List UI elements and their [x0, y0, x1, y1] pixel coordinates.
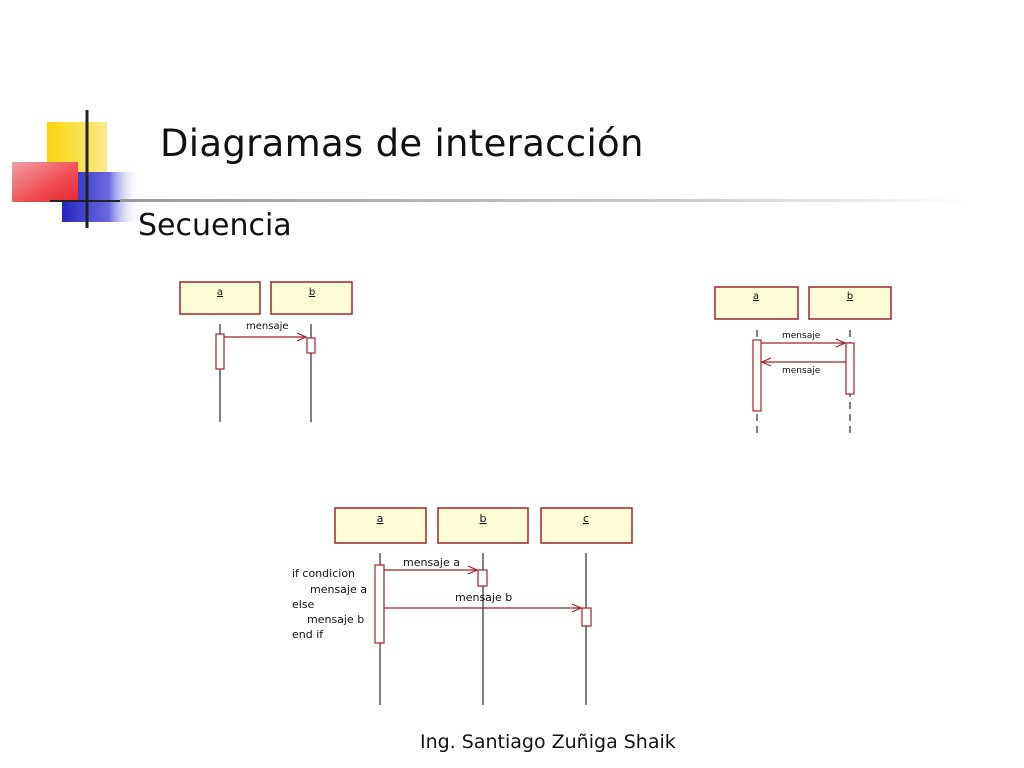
slide-subtitle: Secuencia [138, 208, 292, 243]
object-box-a [334, 507, 427, 544]
reply-sequence-diagram: a b mensaje mensaje [714, 286, 892, 437]
object-box-a [179, 281, 261, 315]
deco-red-square [12, 162, 78, 202]
object-box-a [714, 286, 799, 320]
object-label-a: a [377, 512, 384, 525]
object-label-c: c [583, 512, 589, 525]
activation-a [374, 564, 385, 644]
corner-decoration [12, 110, 970, 228]
object-label-b: b [480, 512, 487, 525]
simple-sequence-diagram: a b mensaje [179, 281, 353, 422]
object-label-b: b [847, 291, 853, 302]
activation-a [215, 333, 225, 370]
object-box-c [540, 507, 633, 544]
object-box-b [808, 286, 892, 320]
slide-title: Diagramas de interacción [160, 122, 644, 165]
object-box-b [270, 281, 353, 315]
condition-note-line: end if [292, 628, 324, 641]
condition-note-line: else [292, 598, 315, 611]
activation-b [845, 342, 855, 395]
object-label-b: b [309, 287, 315, 298]
condition-note-line: mensaje b [307, 613, 364, 626]
condition-note-line: mensaje a [310, 583, 367, 596]
title-rule [120, 199, 970, 202]
object-label-a: a [217, 287, 223, 298]
activation-b [306, 337, 316, 354]
message-label: mensaje [246, 321, 289, 332]
message-b-label: mensaje b [455, 591, 512, 604]
footer-author: Ing. Santiago Zuñiga Shaik [420, 731, 676, 753]
conditional-sequence-diagram: a b c mensaje a mensaje b if condicion m… [292, 507, 633, 705]
activation-c [581, 607, 592, 627]
return-message-label: mensaje [782, 366, 821, 376]
object-label-a: a [753, 291, 759, 302]
condition-note-line: if condicion [292, 567, 355, 580]
activation-a [752, 339, 762, 412]
object-box-b [437, 507, 529, 544]
activation-b [477, 569, 488, 587]
message-a-label: mensaje a [403, 556, 460, 569]
call-message-label: mensaje [782, 331, 821, 341]
